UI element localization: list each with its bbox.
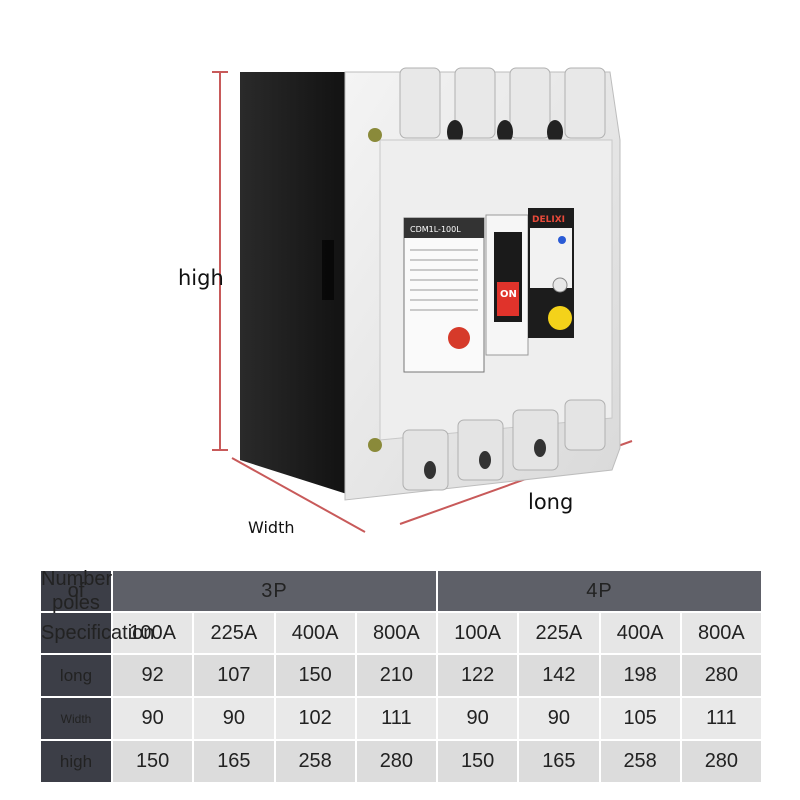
value-cell: 90 bbox=[192, 696, 276, 741]
value-cell: 150 bbox=[273, 653, 357, 698]
spec-cell: 225A bbox=[517, 611, 601, 655]
value-cell: 102 bbox=[273, 696, 357, 741]
table-row-long: long 92 107 150 210 122 142 198 280 bbox=[39, 653, 764, 698]
specification-header: Specification bbox=[39, 611, 154, 655]
table-row-width: Width 90 90 102 111 90 90 105 111 bbox=[39, 696, 764, 741]
poles-header: Number of poles bbox=[39, 568, 113, 614]
value-cell: 122 bbox=[435, 653, 520, 698]
width-dimension-label: Width bbox=[248, 518, 295, 537]
value-cell: 198 bbox=[598, 653, 682, 698]
value-cell: 258 bbox=[273, 739, 357, 784]
value-cell: 105 bbox=[598, 696, 682, 741]
value-cell: 280 bbox=[679, 653, 764, 698]
breaker-side-panel bbox=[240, 72, 350, 495]
spec-cell: 400A bbox=[598, 611, 682, 655]
table-row-high: high 150 165 258 280 150 165 258 280 bbox=[39, 739, 764, 784]
circuit-breaker-illustration: CDM1L-100L ON DELIXI bbox=[212, 67, 633, 533]
value-cell: 107 bbox=[192, 653, 276, 698]
table-row-specification: Specification 100A 225A 400A 800A 100A 2… bbox=[39, 611, 764, 655]
group-header-4p: 4P bbox=[436, 569, 763, 613]
spec-cell: 100A bbox=[435, 611, 520, 655]
value-cell: 165 bbox=[192, 739, 276, 784]
value-cell: 90 bbox=[435, 696, 520, 741]
value-cell: 280 bbox=[679, 739, 764, 784]
spec-cell: 800A bbox=[679, 611, 764, 655]
value-cell: 165 bbox=[517, 739, 601, 784]
dimension-spec-table: Number of poles 3P 4P Specification 100A… bbox=[39, 568, 764, 784]
test-button-yellow-icon bbox=[548, 306, 572, 330]
screw-icon bbox=[368, 128, 382, 142]
value-cell: 210 bbox=[354, 653, 439, 698]
top-terminals bbox=[399, 67, 606, 139]
group-header-3p: 3P bbox=[111, 569, 438, 613]
value-cell: 150 bbox=[110, 739, 195, 784]
value-cell: 142 bbox=[517, 653, 601, 698]
reset-button-icon bbox=[552, 277, 568, 293]
height-dimension-label: high bbox=[178, 266, 224, 290]
row-header-high: high bbox=[39, 739, 113, 784]
on-text: ON bbox=[500, 289, 517, 300]
value-cell: 111 bbox=[354, 696, 439, 741]
value-cell: 90 bbox=[110, 696, 195, 741]
model-text: CDM1L-100L bbox=[410, 225, 461, 234]
value-cell: 150 bbox=[435, 739, 520, 784]
spec-cell: 800A bbox=[354, 611, 439, 655]
value-cell: 280 bbox=[354, 739, 439, 784]
spec-cell: 225A bbox=[192, 611, 276, 655]
length-dimension-label: long bbox=[528, 490, 574, 514]
value-cell: 92 bbox=[110, 653, 195, 698]
value-cell: 111 bbox=[679, 696, 764, 741]
value-cell: 258 bbox=[598, 739, 682, 784]
test-button-icon bbox=[448, 327, 470, 349]
spec-cell: 400A bbox=[273, 611, 357, 655]
value-cell: 90 bbox=[517, 696, 601, 741]
row-header-long: long bbox=[39, 653, 113, 698]
spec-cell: 100A bbox=[110, 611, 195, 655]
brand-text: DELIXI bbox=[532, 215, 565, 225]
screw-icon bbox=[368, 438, 382, 452]
row-header-width: Width bbox=[39, 696, 113, 741]
rating-label-plate bbox=[403, 217, 485, 373]
table-row-poles: Number of poles 3P 4P bbox=[39, 568, 763, 614]
bottom-terminals bbox=[402, 399, 606, 491]
